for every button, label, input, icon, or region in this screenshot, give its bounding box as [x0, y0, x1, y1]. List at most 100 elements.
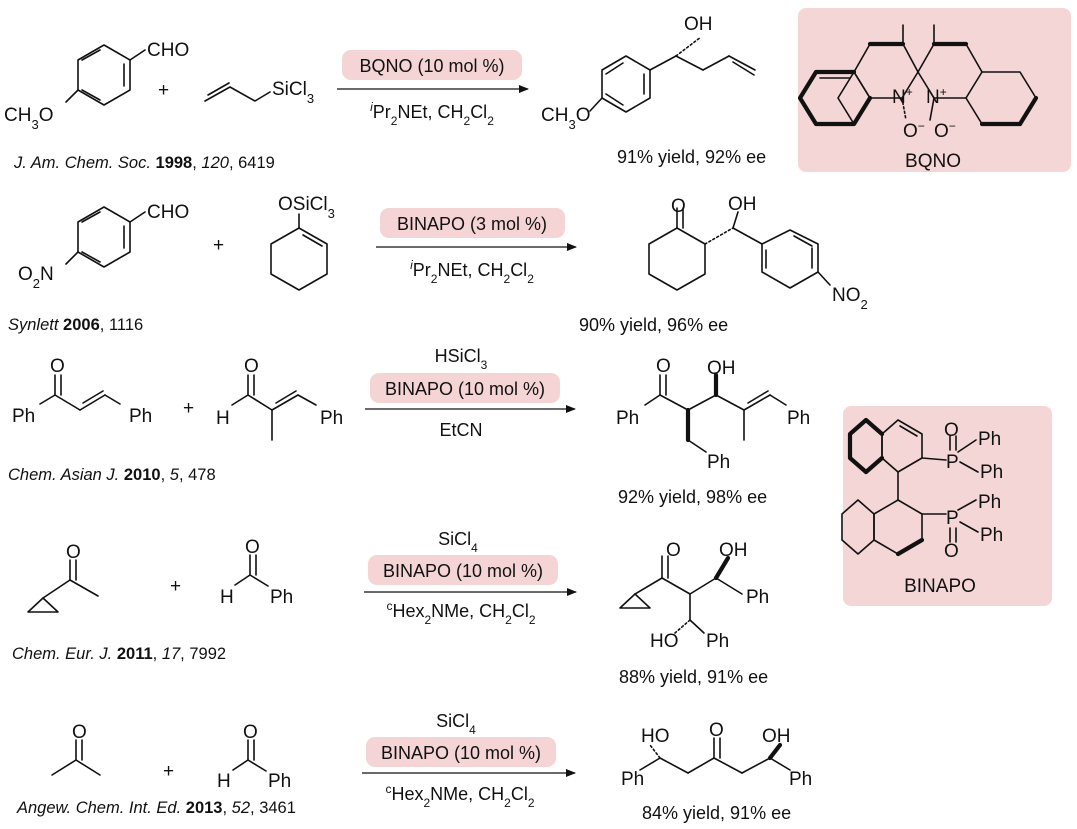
reaction-4: O + O H Ph SiCl4 BINAPO (10 mol %) cHex2…: [12, 529, 769, 687]
o-label: O: [656, 356, 671, 377]
osicl3-label: OSiCl3: [278, 194, 335, 221]
reference-4: Chem. Eur. J. 2011, 17, 7992: [12, 645, 226, 663]
o-label: O: [245, 537, 260, 558]
o-label: O: [243, 722, 258, 743]
yield-2: 90% yield, 96% ee: [579, 315, 728, 335]
conditions-label: cHex2NMe, CH2Cl2: [385, 782, 534, 810]
diol-product-structure: HO O OH Ph Ph: [621, 720, 812, 790]
oh-label: OH: [719, 540, 748, 561]
conditions-label: cHex2NMe, CH2Cl2: [386, 599, 535, 627]
o-label: O: [244, 356, 259, 377]
reaction-arrow-1: BQNO (10 mol %) iPr2NEt, CH2Cl2: [337, 50, 529, 128]
plus-sign: +: [213, 235, 224, 256]
plus-sign: +: [158, 80, 169, 101]
o-label: O: [66, 542, 81, 563]
catalyst-label: BINAPO (10 mol %): [385, 379, 545, 399]
yield-1: 91% yield, 92% ee: [617, 147, 766, 167]
reference-2: Synlett 2006, 1116: [8, 316, 143, 334]
ph-label: Ph: [746, 587, 769, 608]
binapo-catalyst-panel: P O Ph Ph P O Ph Ph BINAPO: [841, 406, 1052, 606]
cyclopropyl-methyl-ketone-structure: O: [27, 542, 99, 613]
reaction-arrow-2: BINAPO (3 mol %) iPr2NEt, CH2Cl2: [376, 208, 577, 286]
plus-sign: +: [163, 761, 174, 782]
reference-5: Angew. Chem. Int. Ed. 2013, 52, 3461: [16, 799, 296, 817]
reference-1: J. Am. Chem. Soc. 1998, 120, 6419: [13, 154, 275, 172]
ph-label: Ph: [789, 769, 812, 790]
bqno-catalyst-panel: N+ N+ O− O− BQNO: [797, 8, 1071, 172]
catalyst-label: BINAPO (10 mol %): [383, 561, 543, 581]
ph-label: Ph: [616, 408, 639, 429]
conditions-label: EtCN: [439, 420, 482, 440]
reaction-arrow-3: HSiCl3 BINAPO (10 mol %) EtCN: [365, 346, 576, 440]
benzaldehyde-structure: O H Ph: [220, 537, 293, 608]
double-aldol-product-structure: O OH Ph HO Ph: [619, 540, 769, 652]
catalyst-label: BINAPO (10 mol %): [381, 743, 541, 763]
chalcone-structure: O Ph Ph: [12, 356, 152, 427]
ph-label: Ph: [787, 408, 810, 429]
ho-label: HO: [641, 726, 670, 747]
o-label: O: [709, 720, 724, 741]
ph-label: Ph: [706, 631, 729, 652]
ph-label: Ph: [707, 452, 730, 473]
reagent-label: SiCl4: [436, 711, 476, 737]
cho-label: CHO: [147, 40, 189, 61]
o-label: O: [666, 540, 681, 561]
yield-3: 92% yield, 98% ee: [618, 487, 767, 507]
ch3o-label: CH3O: [4, 105, 53, 132]
ph-label: Ph: [978, 429, 1001, 450]
reaction-2: CHO O2N + OSiCl3 BINAPO (3 mol %) iPr2NE…: [8, 194, 868, 335]
reductive-aldol-product-structure: O OH Ph Ph Ph: [616, 356, 810, 473]
ph-label: Ph: [129, 406, 152, 427]
reagent-label: SiCl4: [438, 529, 478, 555]
plus-sign: +: [170, 576, 181, 597]
aldol-product-2-structure: O OH NO2: [648, 194, 868, 312]
ph-label: Ph: [978, 492, 1001, 513]
oh-label: OH: [728, 194, 757, 215]
ph-label: Ph: [320, 408, 343, 429]
reaction-3: O Ph Ph + O H Ph HSiCl3 BINAPO (10 mol %…: [8, 346, 810, 507]
yield-4: 88% yield, 91% ee: [619, 667, 768, 687]
h-label: H: [216, 408, 230, 429]
ch3o-label: CH3O: [541, 105, 590, 132]
conditions-label: iPr2NEt, CH2Cl2: [410, 258, 534, 286]
h-label: H: [217, 771, 231, 792]
homoallylic-alcohol-structure: OH CH3O: [541, 14, 756, 132]
binapo-label: BINAPO: [904, 576, 976, 597]
reagent-label: HSiCl3: [435, 346, 488, 372]
o-label: O: [50, 356, 65, 377]
conditions-label: iPr2NEt, CH2Cl2: [370, 100, 494, 128]
ph-label: Ph: [268, 771, 291, 792]
ph-label: Ph: [621, 769, 644, 790]
reaction-1: CHO CH3O + SiCl3 BQNO (10 mol %) iPr2NEt…: [4, 14, 766, 172]
cho-label: CHO: [147, 202, 189, 223]
benzaldehyde-structure: O H Ph: [217, 722, 291, 792]
acetone-structure: O: [51, 722, 101, 776]
o-label: O: [671, 196, 686, 217]
p-nitrobenzaldehyde-structure: CHO O2N: [18, 202, 189, 291]
ho-label: HO: [650, 631, 679, 652]
catalyst-label: BQNO (10 mol %): [359, 56, 504, 76]
yield-5: 84% yield, 91% ee: [642, 803, 791, 823]
ph-label: Ph: [270, 587, 293, 608]
reaction-arrow-5: SiCl4 BINAPO (10 mol %) cHex2NMe, CH2Cl2: [362, 711, 576, 810]
p-label: P: [946, 452, 959, 473]
sicl3-label: SiCl3: [272, 79, 314, 106]
o-label: O: [944, 420, 959, 441]
oh-label: OH: [707, 358, 736, 379]
o-label: O: [72, 722, 87, 743]
o2n-label: O2N: [18, 264, 54, 291]
oh-label: OH: [684, 14, 713, 35]
ph-label: Ph: [12, 406, 35, 427]
p-label: P: [946, 508, 959, 529]
oh-label: OH: [762, 726, 791, 747]
allyltrichlorosilane-structure: SiCl3: [204, 79, 314, 106]
bqno-label: BQNO: [905, 151, 961, 172]
o-label: O: [944, 541, 959, 562]
reaction-arrow-4: SiCl4 BINAPO (10 mol %) cHex2NMe, CH2Cl2: [364, 529, 577, 627]
ph-label: Ph: [980, 462, 1003, 483]
plus-sign: +: [183, 398, 194, 419]
ph-label: Ph: [980, 525, 1003, 546]
reference-3: Chem. Asian J. 2010, 5, 478: [8, 466, 216, 484]
h-label: H: [220, 587, 234, 608]
